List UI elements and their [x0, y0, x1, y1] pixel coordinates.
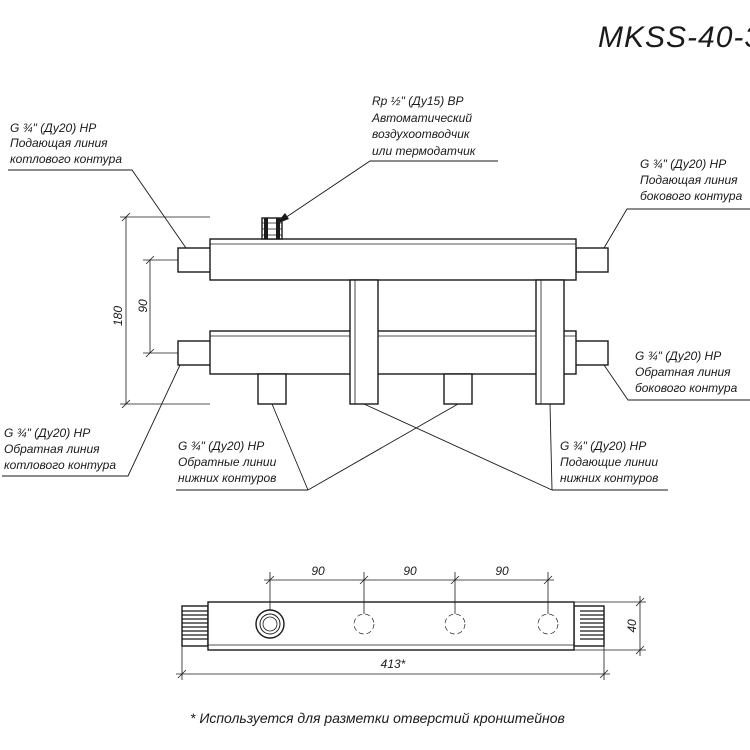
svg-text:или термодатчик: или термодатчик [372, 144, 477, 158]
svg-text:котлового контура: котлового контура [10, 152, 122, 166]
model-title: MKSS-40-3 [598, 21, 750, 54]
dim-spacing-2: 90 [403, 564, 417, 578]
footnote: * Используется для разметки отверстий кр… [190, 710, 565, 726]
label-bottom-center-right: G ¾" (Ду20) НР Подающие линии нижних кон… [363, 403, 668, 491]
lower-return-outlet-1 [257, 373, 287, 405]
plan-view [181, 601, 605, 651]
svg-text:Обратная линия: Обратная линия [635, 365, 731, 379]
label-top-center: Rp ½" (Ду15) ВР Автоматический воздухоот… [275, 94, 498, 225]
svg-text:G ¾" (Ду20) НР: G ¾" (Ду20) НР [635, 349, 721, 363]
svg-text:G ¾" (Ду20) НР: G ¾" (Ду20) НР [560, 439, 646, 453]
label-bottom-center-left: G ¾" (Ду20) НР Обратные линии нижних кон… [176, 403, 459, 491]
left-supply-nipple [177, 247, 213, 273]
upper-header-pipe [209, 238, 577, 281]
svg-text:Подающая линия: Подающая линия [10, 136, 108, 150]
svg-text:котлового контура: котлового контура [4, 458, 116, 472]
bracket-hole-2 [444, 613, 466, 635]
svg-text:нижних контуров: нижних контуров [178, 471, 276, 485]
dim-length-total: 413* [381, 657, 406, 671]
dim-height-between: 90 [136, 299, 150, 313]
svg-text:Автоматический: Автоматический [371, 111, 472, 125]
plan-left-thread [181, 605, 209, 647]
plan-right-thread [573, 605, 605, 647]
svg-text:нижних контуров: нижних контуров [560, 471, 658, 485]
vertical-connector-2 [535, 279, 565, 405]
vertical-connector-1 [349, 279, 379, 405]
svg-text:воздухоотводчик: воздухоотводчик [372, 127, 471, 141]
svg-text:G ¾" (Ду20) НР: G ¾" (Ду20) НР [640, 157, 726, 171]
plan-dimensions: 90 90 90 40 413* [176, 564, 646, 680]
right-supply-nipple [575, 247, 609, 273]
left-return-nipple [177, 340, 213, 366]
svg-text:G ¾" (Ду20) НР: G ¾" (Ду20) НР [4, 426, 90, 440]
dim-width-plan: 40 [625, 619, 639, 633]
dim-spacing-1: 90 [311, 564, 325, 578]
lower-header-pipe [209, 330, 577, 375]
svg-text:Rp ½" (Ду15) ВР: Rp ½" (Ду15) ВР [372, 94, 464, 108]
svg-text:Подающие линии: Подающие линии [560, 455, 658, 469]
label-top-right: G ¾" (Ду20) НР Подающая линия бокового к… [603, 157, 750, 249]
dim-height-total: 180 [111, 306, 125, 326]
bracket-hole-3 [537, 613, 559, 635]
vertical-dimensions: 180 90 [111, 212, 210, 409]
label-top-left: G ¾" (Ду20) НР Подающая линия котлового … [8, 121, 187, 249]
front-view [177, 217, 609, 405]
dim-spacing-3: 90 [495, 564, 509, 578]
label-mid-right: G ¾" (Ду20) НР Обратная линия бокового к… [603, 349, 750, 401]
label-bottom-left: G ¾" (Ду20) НР Обратная линия котлового … [2, 364, 181, 477]
svg-text:бокового контура: бокового контура [635, 381, 738, 395]
lower-return-outlet-2 [443, 373, 473, 405]
svg-text:G ¾" (Ду20) НР: G ¾" (Ду20) НР [10, 121, 96, 135]
right-return-nipple [571, 340, 609, 366]
svg-text:Обратная линия: Обратная линия [4, 442, 100, 456]
svg-text:Обратные линии: Обратные линии [178, 455, 277, 469]
svg-text:Подающая линия: Подающая линия [640, 173, 738, 187]
bracket-hole-1 [353, 613, 375, 635]
svg-text:G ¾" (Ду20) НР: G ¾" (Ду20) НР [178, 439, 264, 453]
svg-text:бокового контура: бокового контура [640, 189, 743, 203]
